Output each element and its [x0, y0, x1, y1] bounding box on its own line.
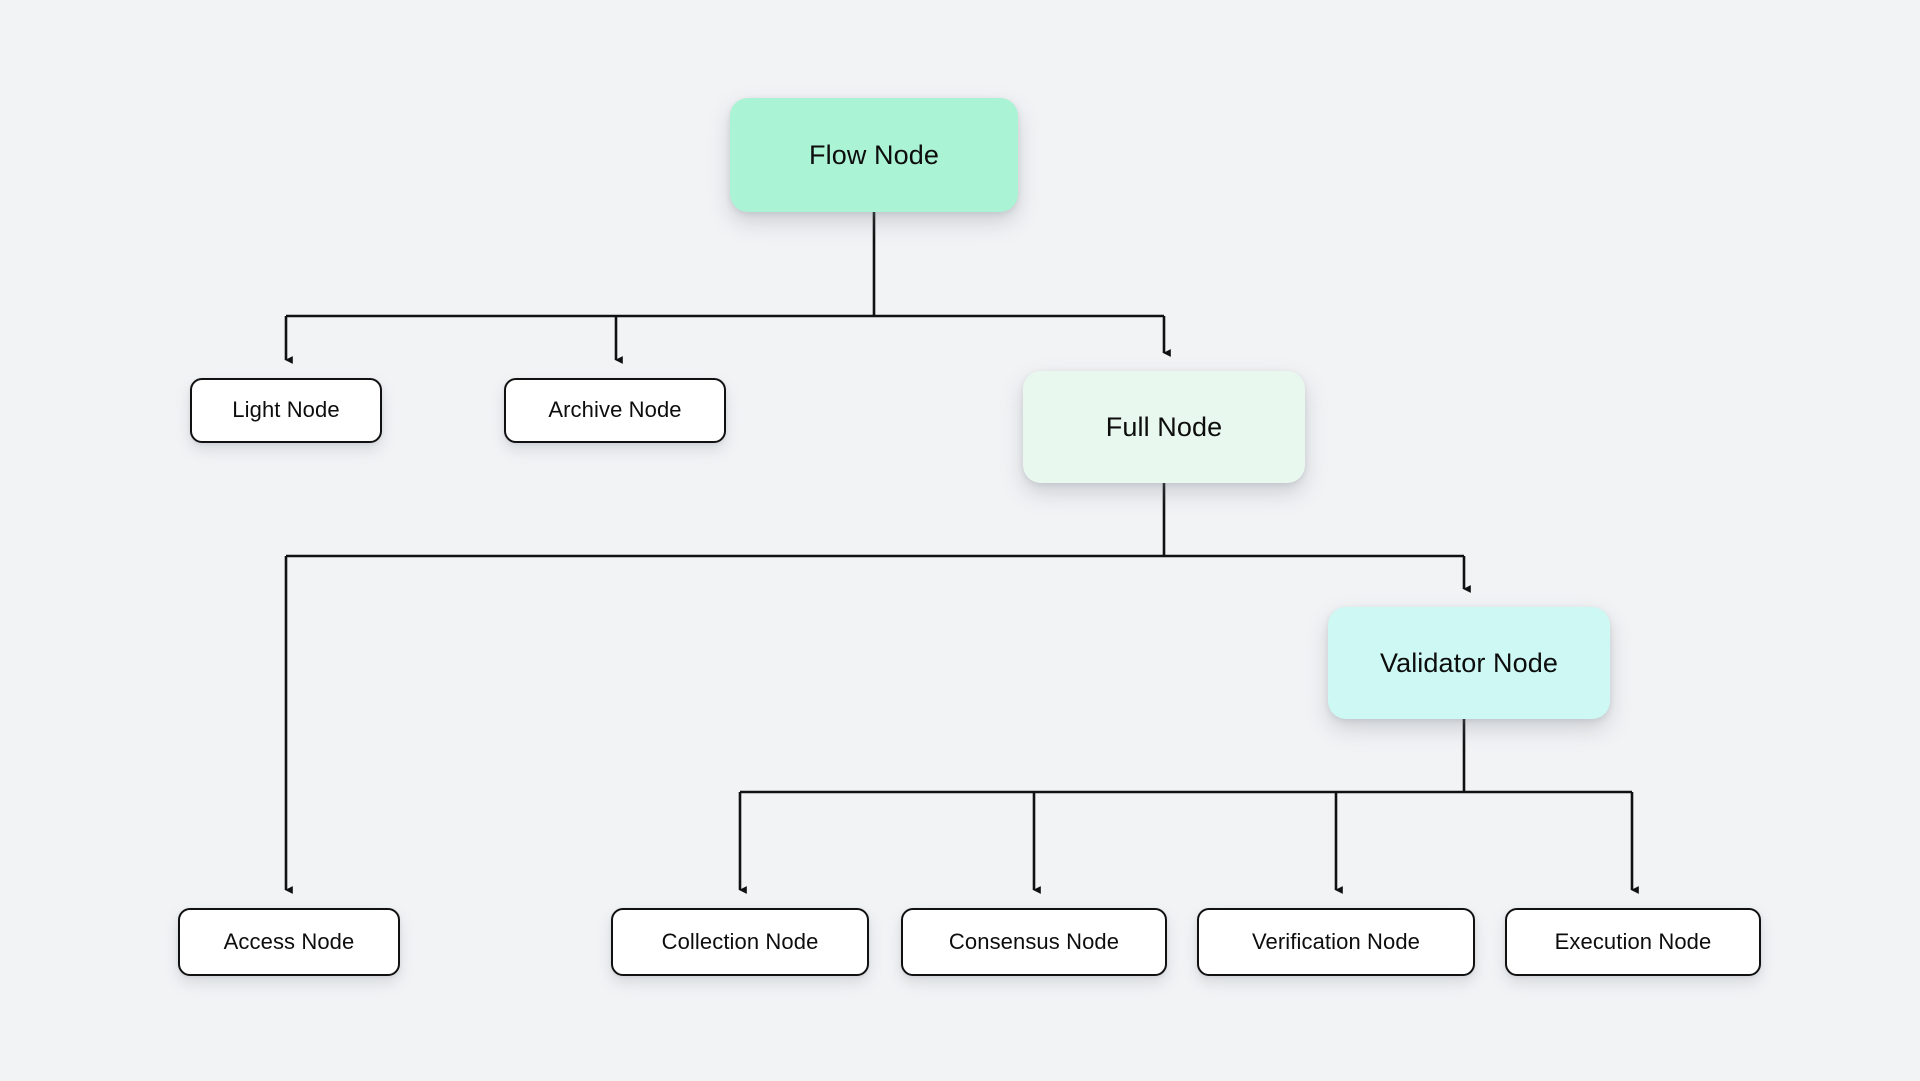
node-full-node[interactable]: Full Node — [1023, 371, 1305, 483]
node-archive-node-label: Archive Node — [548, 397, 682, 423]
node-access-node[interactable]: Access Node — [178, 908, 400, 976]
node-light-node[interactable]: Light Node — [190, 378, 382, 443]
node-validator-node-label: Validator Node — [1379, 647, 1558, 678]
node-flow-node-label: Flow Node — [809, 139, 939, 170]
node-consensus-node[interactable]: Consensus Node — [901, 908, 1167, 976]
node-collection-node-label: Collection Node — [661, 928, 819, 954]
node-verification-node[interactable]: Verification Node — [1197, 908, 1475, 976]
node-validator-node[interactable]: Validator Node — [1328, 607, 1610, 719]
node-execution-node-label: Execution Node — [1554, 928, 1712, 954]
node-archive-node[interactable]: Archive Node — [504, 378, 726, 443]
node-collection-node[interactable]: Collection Node — [611, 908, 869, 976]
node-verification-node-label: Verification Node — [1251, 928, 1421, 954]
node-access-node-label: Access Node — [223, 928, 355, 954]
node-execution-node[interactable]: Execution Node — [1505, 908, 1761, 976]
node-light-node-label: Light Node — [232, 397, 340, 423]
node-consensus-node-label: Consensus Node — [948, 928, 1120, 954]
node-full-node-label: Full Node — [1105, 411, 1223, 442]
node-flow-node[interactable]: Flow Node — [730, 98, 1018, 212]
